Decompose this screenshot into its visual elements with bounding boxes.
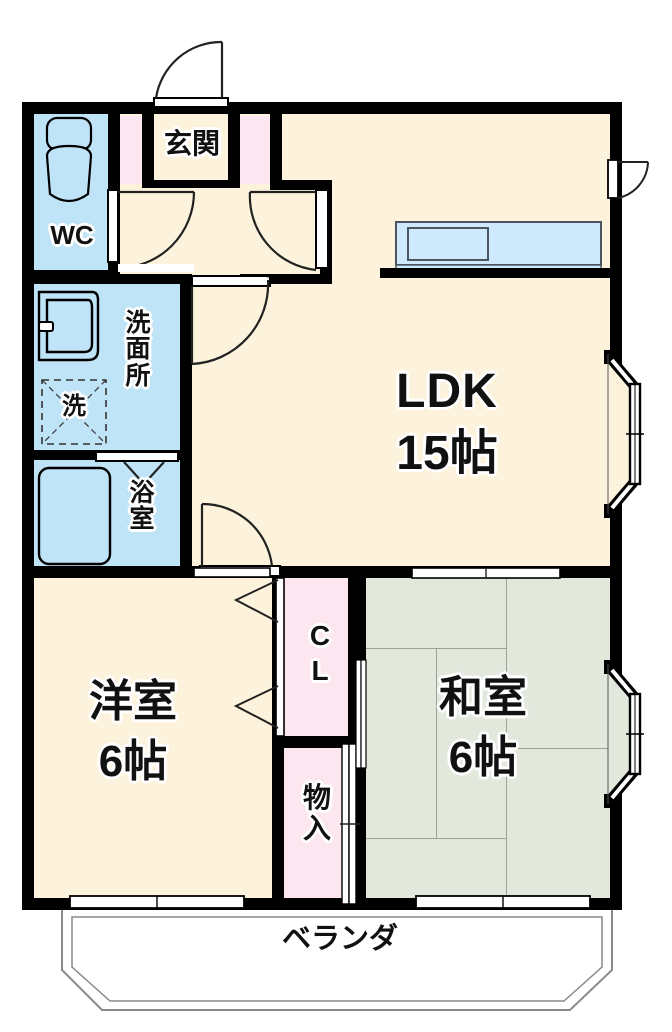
ldk-service-door[interactable] <box>607 159 652 204</box>
wall-shoe-left <box>142 102 154 188</box>
washer-space-fixture <box>41 379 107 445</box>
wall-genkan-step <box>142 180 240 188</box>
veranda-outline <box>61 908 613 1011</box>
wall-corridor-bottom-left <box>22 274 192 284</box>
room-washitsu <box>366 578 612 908</box>
toilet-fixture <box>45 116 93 203</box>
room-yoshitsu <box>32 578 272 908</box>
tatami-joint <box>506 578 507 778</box>
tatami-joint <box>506 778 507 908</box>
wall-hall-right <box>180 274 192 576</box>
window-washitsu-bottom <box>415 895 591 909</box>
ldk-hall-door[interactable] <box>248 189 332 282</box>
bathtub-fixture <box>37 466 112 566</box>
tatami-joint <box>366 838 506 839</box>
bay-window-ldk <box>604 350 644 518</box>
wall-corridor-bottom-mid <box>240 274 332 284</box>
washroom-door[interactable] <box>190 275 284 371</box>
vanity-sink-fixture <box>37 290 100 362</box>
wall-closet-bottom <box>272 736 360 748</box>
wall-ldk-left <box>180 566 192 578</box>
wc-door[interactable] <box>107 189 198 280</box>
closet-folding-door[interactable] <box>233 577 288 738</box>
shoe-closet-right <box>238 116 272 184</box>
outer-wall-left <box>22 102 34 910</box>
wall-genkan-right <box>270 180 332 190</box>
monoire-sliding-door[interactable] <box>340 743 360 906</box>
window-yoshitsu-bottom <box>69 895 245 909</box>
kitchen-counter-fixture <box>395 221 602 274</box>
washitsu-sliding-door[interactable] <box>355 659 368 770</box>
room-closet <box>284 578 356 738</box>
wall-shoe-right-a <box>228 102 240 188</box>
room-ldk <box>322 112 612 572</box>
bathroom-door[interactable] <box>95 451 186 488</box>
washitsu-ldk-door[interactable] <box>411 567 562 582</box>
shoe-closet-left <box>116 116 144 184</box>
wall-shoe-right-b <box>270 102 282 188</box>
bay-window-washitsu <box>604 660 644 808</box>
room-ldk-ext <box>192 284 322 572</box>
window-yoshitsu-top <box>193 567 271 578</box>
tatami-joint <box>506 748 612 749</box>
entrance-door[interactable] <box>153 40 244 110</box>
wall-kitchen-stub <box>380 268 610 278</box>
tatami-joint <box>436 648 437 838</box>
